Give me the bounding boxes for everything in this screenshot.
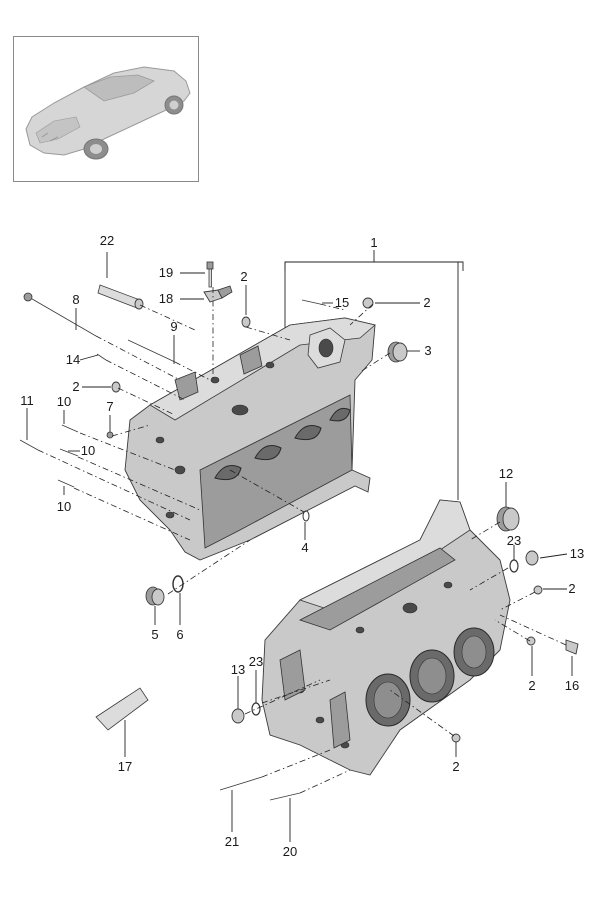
callout-2: 2 [452,759,459,774]
bolt-part-10 [61,424,79,433]
callout-21: 21 [225,834,239,849]
plug-part-13 [525,550,539,566]
callout-2: 2 [528,678,535,693]
sleeve-part-22 [97,284,144,310]
sensor-part-18 [203,285,233,303]
seal-ring-part-23 [509,559,519,573]
callout-22: 22 [100,233,114,248]
assembly-bracket [284,250,464,500]
callout-1: 1 [370,235,377,250]
cap-part-3 [387,341,408,363]
callout-2: 2 [240,269,247,284]
seal-ring-part-23 [251,702,261,716]
callout-17: 17 [118,759,132,774]
callout-13: 13 [231,662,245,677]
callout-23: 23 [507,533,521,548]
car-thumbnail-icon [25,66,191,160]
plug-part-2 [241,316,251,328]
callout-15: 15 [335,295,349,310]
crankcase-half-left-icon [124,317,376,561]
callout-11: 11 [20,393,34,408]
stud-part-20 [269,792,301,801]
callout-12: 12 [499,466,513,481]
bolt-part-11 [19,439,39,451]
vehicle-thumbnail-frame [13,36,199,182]
callout-10: 10 [81,443,95,458]
screw-part-15 [301,299,321,305]
seal-ring-part-6 [172,575,184,593]
callout-23: 23 [249,654,263,669]
fitting-part-16 [565,639,579,655]
plug-part-2 [533,585,543,595]
callout-9: 9 [170,319,177,334]
bolt-part-10 [57,479,75,488]
callout-13: 13 [570,546,584,561]
callout-7: 7 [106,399,113,414]
callout-5: 5 [151,627,158,642]
plug-part-2 [111,381,121,393]
pin-part-7 [106,431,114,439]
callout-10: 10 [57,499,71,514]
callout-2: 2 [423,295,430,310]
plug-part-5 [145,586,165,606]
callout-14: 14 [66,352,80,367]
callout-2: 2 [568,581,575,596]
callout-3: 3 [424,343,431,358]
cap-part-12 [496,506,520,532]
callout-2: 2 [72,379,79,394]
stud-part-14 [96,353,107,361]
leader-lines [26,252,573,842]
callout-6: 6 [176,627,183,642]
bolt-part-9 [127,339,176,363]
sealant-tube-part-17 [95,687,149,731]
callout-19: 19 [159,265,173,280]
callout-10: 10 [57,394,71,409]
plug-part-2 [362,297,374,309]
callout-16: 16 [565,678,579,693]
assembly-lines [37,287,567,794]
plug-part-2 [526,636,536,646]
callout-4: 4 [301,540,308,555]
cylinder-bores [365,627,495,727]
bolt-part-19 [206,261,214,288]
bolt-part-10 [59,448,79,457]
o-ring-part-4 [302,510,310,522]
main-bearing-saddles [214,407,351,481]
callout-20: 20 [283,844,297,859]
callout-labels: 1 22 19 18 2 15 2 3 8 9 14 2 7 11 10 10 … [20,233,584,859]
callout-8: 8 [72,292,79,307]
crankcase-half-right-icon [261,499,511,776]
plug-part-13 [231,708,245,724]
stud-part-21 [219,776,263,791]
long-bolt-part-8 [26,295,97,337]
callout-18: 18 [159,291,173,306]
